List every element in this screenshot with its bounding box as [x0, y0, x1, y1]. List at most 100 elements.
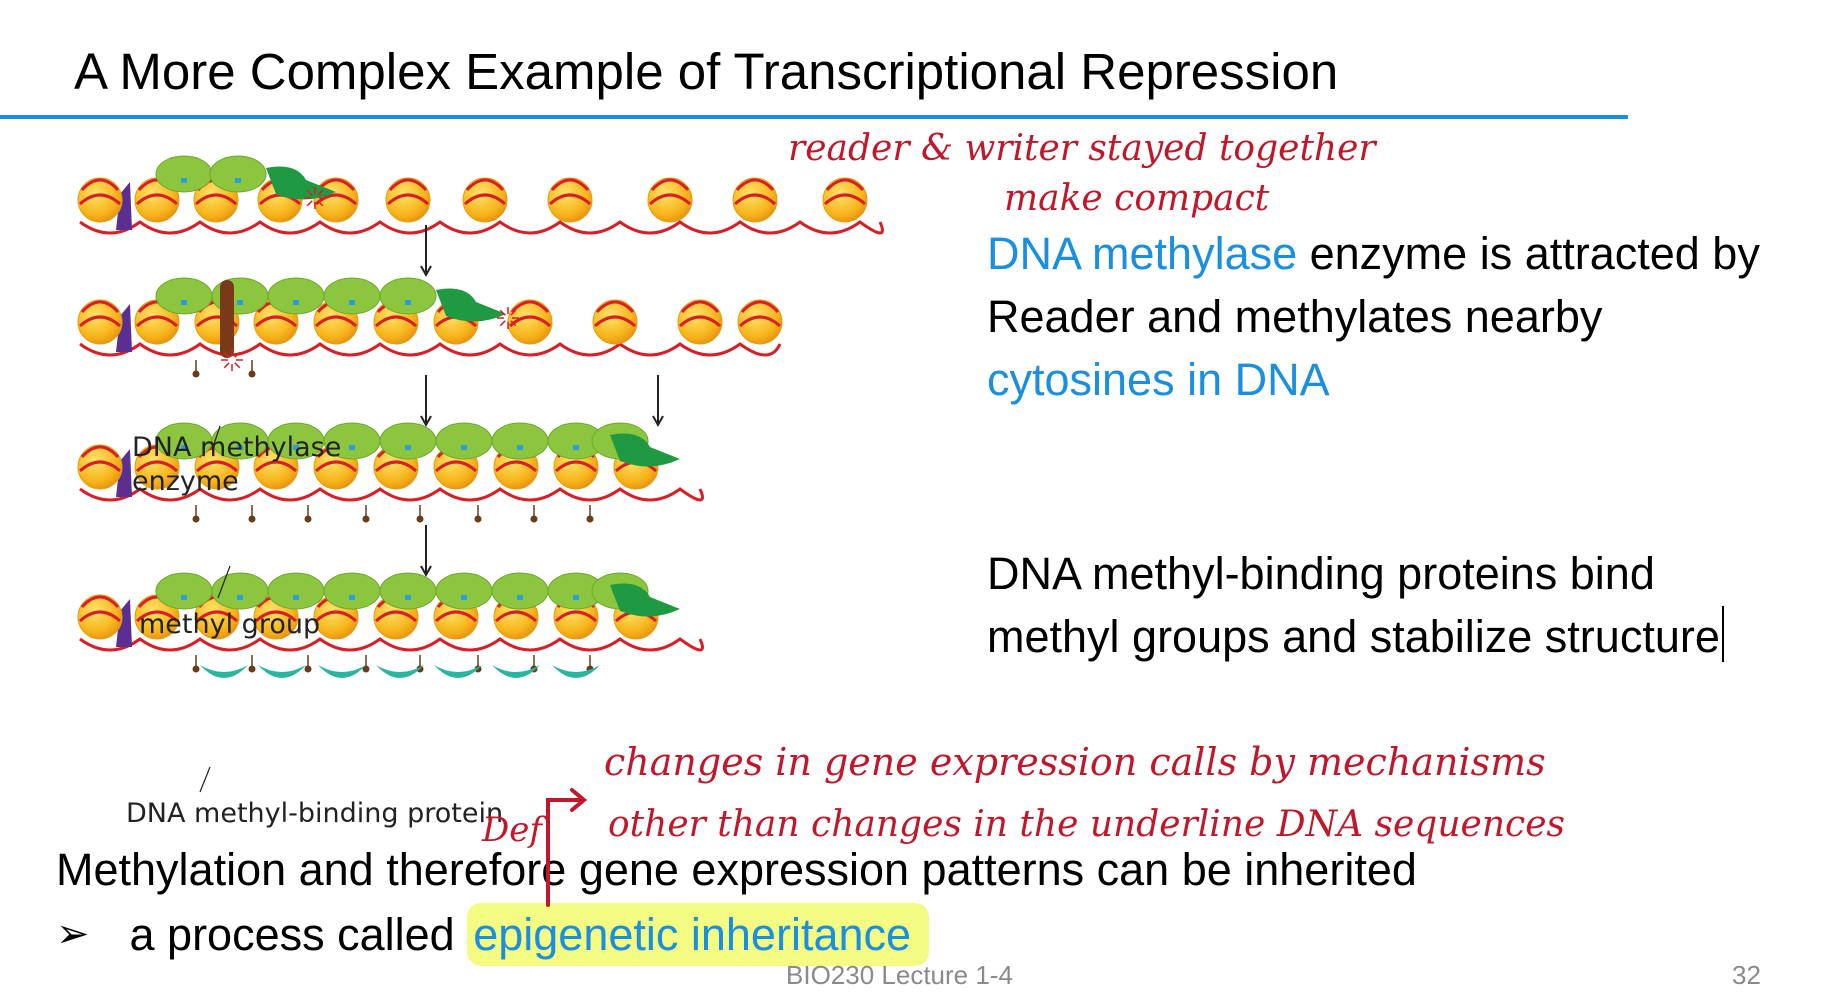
- nucleosome: [547, 177, 593, 223]
- histone-mark: [461, 595, 467, 600]
- dna-wrap: [434, 610, 478, 623]
- binding-protein-text: DNA methyl-binding proteins bind methyl …: [987, 548, 1720, 662]
- writer-enzyme: [436, 288, 506, 322]
- nucleosome: [677, 299, 723, 345]
- dna-strand: [79, 342, 782, 357]
- methylase-paragraph: DNA methylase enzyme is attracted by Rea…: [987, 222, 1767, 411]
- methyl-binding-protein: [318, 665, 366, 678]
- reader-protein: [155, 277, 213, 315]
- histone-mark: [293, 300, 299, 305]
- dna-wrap: [254, 460, 298, 473]
- term-cytosines: cytosines in DNA: [987, 354, 1330, 405]
- dna-wrap: [680, 300, 720, 314]
- label-enzyme: enzyme: [132, 466, 239, 497]
- histone-mark: [405, 595, 411, 600]
- term-epigenetic-inheritance: epigenetic inheritance: [467, 903, 930, 966]
- histone-mark: [181, 445, 187, 450]
- dna-wrap: [465, 178, 505, 192]
- reader-protein: [267, 572, 325, 610]
- handwritten-note-reader-writer: reader & writer stayed together: [788, 128, 1376, 169]
- spark-mark: [317, 200, 324, 207]
- dna-wrap: [823, 193, 867, 206]
- label-pointer: [211, 425, 221, 451]
- dna-strand: [79, 220, 884, 235]
- step-arrow-head: [652, 415, 664, 428]
- histone-mark: [181, 300, 187, 305]
- slide-footer: BIO230 Lecture 1-4: [786, 960, 1013, 990]
- histone-mark: [237, 595, 243, 600]
- methyl-binding-protein: [552, 665, 600, 678]
- methyl-group: [586, 515, 594, 523]
- dna-wrap: [554, 460, 598, 473]
- dna-wrap: [678, 315, 722, 328]
- methyl-group: [248, 515, 256, 523]
- dna-wrap: [510, 300, 550, 314]
- title-divider: [0, 115, 1628, 119]
- histone-mark: [573, 595, 579, 600]
- step-arrows: [420, 225, 664, 578]
- epigenetic-bullet: ➢a process called epigenetic inheritance: [56, 903, 930, 966]
- dna-strand: [79, 487, 704, 502]
- dna-wrap: [78, 460, 122, 473]
- dna-wrap: [374, 315, 418, 328]
- label-pointers: [199, 425, 231, 793]
- methyl-group: [362, 515, 370, 523]
- dna-wrap: [494, 460, 538, 473]
- histone-mark: [181, 178, 187, 183]
- dna-wrap: [135, 610, 179, 623]
- histone-mark: [237, 445, 243, 450]
- methyl-binding-protein: [200, 665, 248, 678]
- histone-mark: [405, 445, 411, 450]
- step-arrow-head: [420, 265, 432, 278]
- reader-protein: [491, 422, 549, 460]
- nucleosome: [77, 444, 123, 490]
- dna-wrap: [78, 193, 122, 206]
- spark-mark: [510, 309, 517, 316]
- dna-wrap: [314, 315, 358, 328]
- histone-mark: [573, 445, 579, 450]
- methyl-group: [192, 665, 200, 673]
- nucleosome: [77, 299, 123, 345]
- methyl-group: [304, 665, 312, 673]
- methyl-group: [248, 665, 256, 673]
- dna-wrap: [386, 193, 430, 206]
- spark-mark: [223, 362, 230, 369]
- dna-wrap: [374, 460, 418, 473]
- inheritance-statement: Methylation and therefore gene expressio…: [56, 844, 1417, 895]
- histone-mark: [517, 595, 523, 600]
- label-pointer: [217, 565, 231, 599]
- handwritten-note-def: Def: [482, 810, 542, 850]
- nucleosome: [385, 177, 431, 223]
- methyl-group: [530, 515, 538, 523]
- nucleosome: [822, 177, 868, 223]
- dna-wrap: [648, 193, 692, 206]
- slide-title: A More Complex Example of Transcriptiona…: [74, 43, 1339, 100]
- dna-wrap: [135, 460, 179, 473]
- dna-wrap: [463, 193, 507, 206]
- reader-protein: [267, 277, 325, 315]
- histone-mark: [181, 595, 187, 600]
- histone-mark: [293, 445, 299, 450]
- methyl-group: [192, 370, 200, 378]
- reader-protein: [379, 572, 437, 610]
- dna-wrap: [78, 315, 122, 328]
- dna-wrap: [80, 300, 120, 314]
- reader-protein: [323, 277, 381, 315]
- histone-mark: [349, 445, 355, 450]
- dna-wrap: [195, 460, 239, 473]
- nucleosome: [462, 177, 508, 223]
- methylase-description: enzyme is attracted by Reader and methyl…: [987, 228, 1760, 342]
- handwritten-note-compact: make compact: [1004, 178, 1270, 219]
- histone-mark: [517, 445, 523, 450]
- spark-mark: [510, 320, 517, 327]
- dna-wrap: [738, 315, 782, 328]
- dna-wrap: [195, 610, 239, 623]
- step-arrow-head: [420, 565, 432, 578]
- spark-mark: [223, 351, 230, 358]
- spark-mark: [306, 200, 313, 207]
- reader-protein: [491, 572, 549, 610]
- writer-enzyme: [610, 583, 680, 617]
- methyl-group: [248, 370, 256, 378]
- arrow-bullet-icon: ➢: [56, 912, 90, 956]
- dna-wrap: [548, 193, 592, 206]
